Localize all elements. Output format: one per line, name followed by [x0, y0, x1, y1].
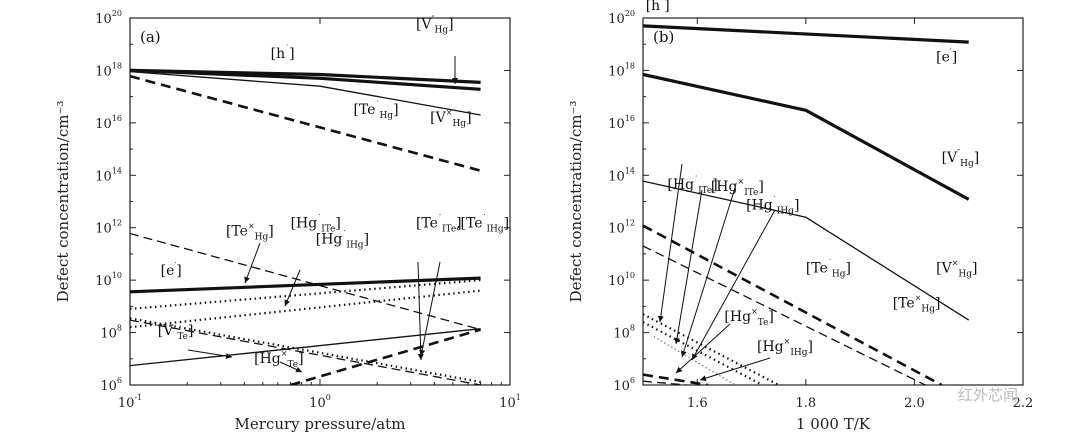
x-tick-label: 1.8 [796, 396, 817, 411]
series-line [643, 321, 763, 385]
series-label: [Te×Hg] [226, 222, 274, 243]
series-label: [Hg˙ITe] [667, 175, 717, 196]
y-axis-label: Defect concentration/cm⁻³ [54, 101, 72, 303]
pointer-arrow [674, 189, 703, 345]
series-line [130, 276, 481, 294]
series-line [130, 279, 481, 310]
x-tick-label: 1.6 [687, 396, 708, 411]
pointer-arrow [417, 261, 424, 361]
series-group [643, 24, 970, 385]
series-label: ,[Te˙IHg] [456, 214, 509, 235]
pointer-arrow [284, 269, 301, 307]
pointer-arrow [691, 209, 776, 361]
y-tick-label: 108 [613, 324, 635, 342]
series-line [130, 328, 481, 367]
series-line [643, 380, 687, 385]
series-label: [Te×Hg] [893, 294, 941, 315]
pointer-arrow [699, 357, 771, 382]
series-line [130, 74, 481, 172]
series-label: [Te˙Hg] [353, 100, 398, 121]
series-line [130, 70, 481, 116]
series-line [130, 319, 481, 385]
series-label: [h˙] [271, 44, 295, 62]
series-label: [V˙Te] [158, 321, 194, 342]
series-label: [Te˙Hg] [806, 258, 851, 279]
pointer-arrow [675, 323, 731, 374]
series-line [130, 317, 481, 384]
series-label: [V″Hg] [416, 14, 454, 35]
series-label: [V×Hg] [430, 108, 471, 129]
y-tick-label: 1020 [608, 9, 635, 27]
series-label: [Hg×Te] [254, 349, 303, 370]
series-line [643, 24, 969, 44]
series-line [130, 232, 481, 331]
pointer-arrow [657, 163, 683, 323]
series-label: [Hg˙IHg] [746, 195, 799, 216]
series-line [643, 180, 970, 321]
series-line [643, 313, 780, 385]
y-tick-label: 1014 [95, 166, 122, 184]
y-tick-label: 1012 [95, 219, 122, 237]
pointer-arrow [279, 361, 303, 373]
series-line [130, 68, 481, 91]
x-tick-label: 100 [309, 393, 331, 411]
panel-label: (b) [653, 28, 674, 46]
panel-label: (a) [140, 28, 161, 46]
series-label: [e′] [161, 261, 182, 279]
pointer-arrow [244, 242, 261, 284]
series-group [130, 68, 481, 385]
series-label: [e′] [936, 47, 957, 65]
series-line [290, 328, 481, 385]
y-tick-label: 1016 [95, 114, 122, 132]
series-line [643, 245, 926, 385]
y-tick-label: 108 [100, 324, 122, 342]
watermark: 红外芯闻 [958, 386, 1018, 404]
series-label: [h˙] [646, 0, 670, 14]
series-label: [Hg˙ITe] [291, 214, 341, 235]
series-label: [Te˙ITe] [416, 214, 462, 235]
series-line [643, 224, 943, 385]
x-tick-label: 101 [499, 393, 521, 411]
x-axis-label: 1 000 T/K [796, 415, 871, 433]
x-axis-label: Mercury pressure/atm [235, 415, 406, 433]
panel-a: 106 108 1010 1012 1014 1016 1018 1020 10-1 100 101… [54, 9, 521, 433]
y-tick-label: 1010 [608, 271, 635, 289]
series-label: [V″Hg] [942, 148, 980, 169]
pointer-arrow [187, 349, 233, 360]
series-label: [Hg×ITe] [711, 177, 764, 198]
y-tick-label: 106 [613, 376, 635, 394]
panel-b: 106 108 1010 1012 1014 1016 1018 1020 1.6 1.8 2.0 2… [567, 0, 1033, 433]
y-tick-label: 1016 [608, 114, 635, 132]
series-label: [Hg˙IHg] [316, 229, 369, 250]
series-label: [Hg×IHg] [757, 337, 813, 358]
y-tick-label: 1012 [608, 219, 635, 237]
series-label: [Hg×Te] [724, 307, 773, 328]
series-line [643, 72, 970, 201]
y-tick-label: 1020 [95, 9, 122, 27]
series-label: [V×Hg] [936, 258, 977, 279]
x-tick-label: 2.0 [904, 396, 925, 411]
pointer-arrow [419, 261, 441, 357]
y-tick-label: 1014 [608, 166, 635, 184]
y-tick-label: 1018 [95, 61, 122, 79]
series-line [130, 289, 481, 329]
pointer-arrow [680, 187, 736, 358]
y-tick-label: 1018 [608, 61, 635, 79]
y-tick-label: 1010 [95, 271, 122, 289]
y-tick-label: 106 [100, 376, 122, 394]
x-tick-label: 10-1 [118, 393, 142, 411]
y-axis-label: Defect concentration/cm⁻³ [567, 101, 585, 303]
series-line [643, 373, 709, 385]
x-tick-label: 2.2 [1013, 396, 1034, 411]
